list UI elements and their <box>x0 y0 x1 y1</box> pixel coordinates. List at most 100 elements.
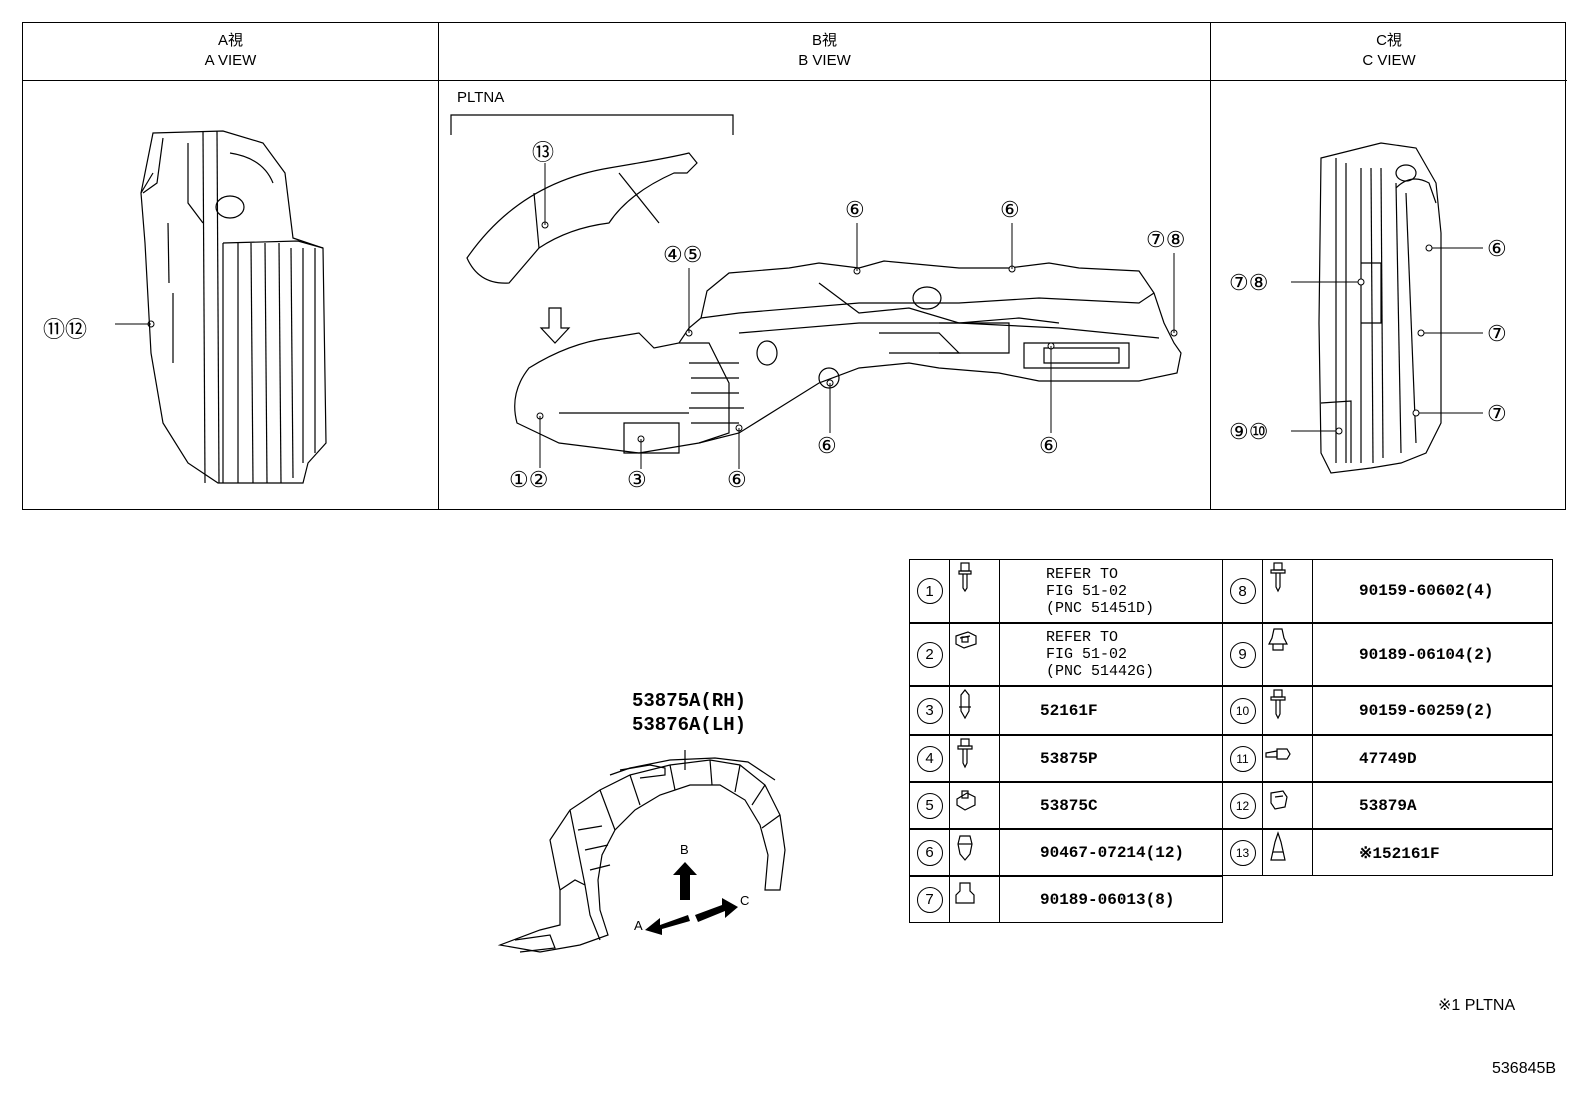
c-view-callout-9-10: ⑨⑩ <box>1229 419 1269 444</box>
parts-row-icon-cell <box>949 623 1000 686</box>
parts-row-number-cell: 13 <box>1222 829 1263 876</box>
part-callout-number: 9 <box>1229 641 1256 668</box>
part-description: 53875C <box>1040 796 1098 815</box>
parts-row-icon-cell <box>949 559 1000 623</box>
a-view-title-en: A VIEW <box>204 52 257 69</box>
a-view-title-jp: A視 <box>217 32 243 49</box>
fastener-icon <box>1270 831 1286 861</box>
part-description: 90159-60602(4) <box>1359 582 1494 600</box>
part-callout-number: 5 <box>916 792 943 819</box>
b-view-callout-6-right: ⑥ <box>1039 433 1059 458</box>
parts-row-number-cell: 1 <box>909 559 950 623</box>
part-description: 90189-06013(8) <box>1040 890 1175 909</box>
c-view-title-en: C VIEW <box>1362 52 1416 69</box>
parts-row-number-cell: 8 <box>1222 559 1263 623</box>
b-view-drawing <box>450 114 1182 469</box>
views-frame: A視 A VIEW ⑪⑫ B視 B VIE <box>22 22 1567 510</box>
parts-row-number-cell: 11 <box>1222 735 1263 782</box>
b-view-title-jp: B視 <box>811 32 837 49</box>
parts-row-description-cell: 53875C <box>999 782 1223 829</box>
parts-row-icon-cell <box>949 876 1000 923</box>
part-callout-number: 8 <box>1229 578 1256 604</box>
c-view-drawing <box>1291 142 1483 474</box>
parts-row-description-cell: REFER TO FIG 51-02 (PNC 51451D) <box>999 559 1223 623</box>
parts-row-description-cell: 53879A <box>1312 782 1553 829</box>
part-callout-number: 3 <box>916 697 943 724</box>
parts-row-number-cell: 4 <box>909 735 950 782</box>
c-view-callout-7-top: ⑦ <box>1487 321 1507 346</box>
parts-row-number-cell: 7 <box>909 876 950 923</box>
parts-row-number-cell: 2 <box>909 623 950 686</box>
b-view-callout-7-8: ⑦⑧ <box>1146 227 1186 252</box>
parts-row-icon-cell <box>949 735 1000 782</box>
b-view-panel: B視 B VIEW PLTNA <box>439 23 1211 509</box>
parts-row-description-cell: 90189-06013(8) <box>999 876 1223 923</box>
part-callout-number: 7 <box>916 886 943 913</box>
parts-row-icon-cell <box>1262 829 1313 876</box>
figure-id: 536845B <box>1492 1060 1557 1077</box>
parts-row-description-cell: 52161F <box>999 686 1223 735</box>
b-view-callout-6-top-left: ⑥ <box>845 197 865 222</box>
fastener-icon <box>957 835 973 861</box>
part-description: 90189-06104(2) <box>1359 645 1494 664</box>
c-view-header: C視 C VIEW <box>1211 23 1567 81</box>
part-callout-number: 10 <box>1229 697 1256 724</box>
pltna-variant-label: PLTNA <box>457 89 505 106</box>
part-callout-number: 12 <box>1229 792 1256 819</box>
b-view-header: B視 B VIEW <box>439 23 1210 81</box>
arrow-label-a: A <box>634 918 643 933</box>
b-view-callout-4-5: ④⑤ <box>663 242 703 267</box>
arrow-label-c: C <box>740 893 750 908</box>
parts-row-icon-cell <box>1262 782 1313 829</box>
b-view-title-en: B VIEW <box>798 52 851 69</box>
fastener-icon <box>1270 790 1288 810</box>
fastener-icon <box>956 790 976 811</box>
b-view-callout-13: ⑬ <box>532 140 555 165</box>
footnote: ※1 PLTNA <box>1438 997 1516 1014</box>
parts-row-description-cell: ※152161F <box>1312 829 1553 876</box>
parts-row-icon-cell <box>1262 623 1313 686</box>
part-description: 47749D <box>1359 749 1417 768</box>
parts-row-description-cell: 53875P <box>999 735 1223 782</box>
part-callout-number: 13 <box>1229 839 1256 866</box>
fastener-icon <box>1265 748 1291 760</box>
part-callout-number: 6 <box>916 839 943 866</box>
fastener-icon <box>958 562 972 593</box>
parts-row-icon-cell <box>949 829 1000 876</box>
parts-row-description-cell: 90467-07214(12) <box>999 829 1223 876</box>
c-view-panel: C視 C VIEW <box>1211 23 1567 509</box>
parts-row-number-cell: 5 <box>909 782 950 829</box>
part-number-rh: 53875A(RH) <box>632 690 747 712</box>
fastener-icon <box>1270 689 1286 720</box>
parts-row-icon-cell <box>1262 735 1313 782</box>
fastener-icon <box>957 738 973 769</box>
b-view-callout-1-2: ①② <box>509 467 549 492</box>
b-view-callout-6-top-right: ⑥ <box>1000 197 1020 222</box>
part-callout-number: 1 <box>916 578 943 604</box>
parts-row-description-cell: REFER TO FIG 51-02 (PNC 51442G) <box>999 623 1223 686</box>
parts-row-description-cell: 90159-60259(2) <box>1312 686 1553 735</box>
parts-row-number-cell: 6 <box>909 829 950 876</box>
parts-row-description-cell: 90189-06104(2) <box>1312 623 1553 686</box>
part-number-lh: 53876A(LH) <box>632 714 747 736</box>
fastener-icon <box>955 882 975 904</box>
part-description: REFER TO FIG 51-02 (PNC 51442G) <box>1046 629 1155 680</box>
parts-row-icon-cell <box>1262 686 1313 735</box>
parts-row-icon-cell <box>949 782 1000 829</box>
a-view-panel: A視 A VIEW ⑪⑫ <box>23 23 439 509</box>
parts-row-number-cell: 3 <box>909 686 950 735</box>
parts-row-number-cell: 10 <box>1222 686 1263 735</box>
fastener-icon <box>959 689 971 720</box>
c-view-callout-6: ⑥ <box>1487 236 1507 261</box>
part-description: 90159-60259(2) <box>1359 701 1494 720</box>
part-description: REFER TO FIG 51-02 (PNC 51451D) <box>1046 565 1155 617</box>
a-view-header: A視 A VIEW <box>23 23 438 81</box>
a-view-drawing <box>115 130 327 484</box>
fastener-icon <box>955 631 977 649</box>
part-callout-number: 4 <box>916 745 943 772</box>
b-view-callout-6-bottom: ⑥ <box>727 467 747 492</box>
parts-row-number-cell: 9 <box>1222 623 1263 686</box>
fender-liner-assembly-drawing <box>497 750 786 953</box>
parts-row-number-cell: 12 <box>1222 782 1263 829</box>
part-description: 90467-07214(12) <box>1040 843 1185 862</box>
